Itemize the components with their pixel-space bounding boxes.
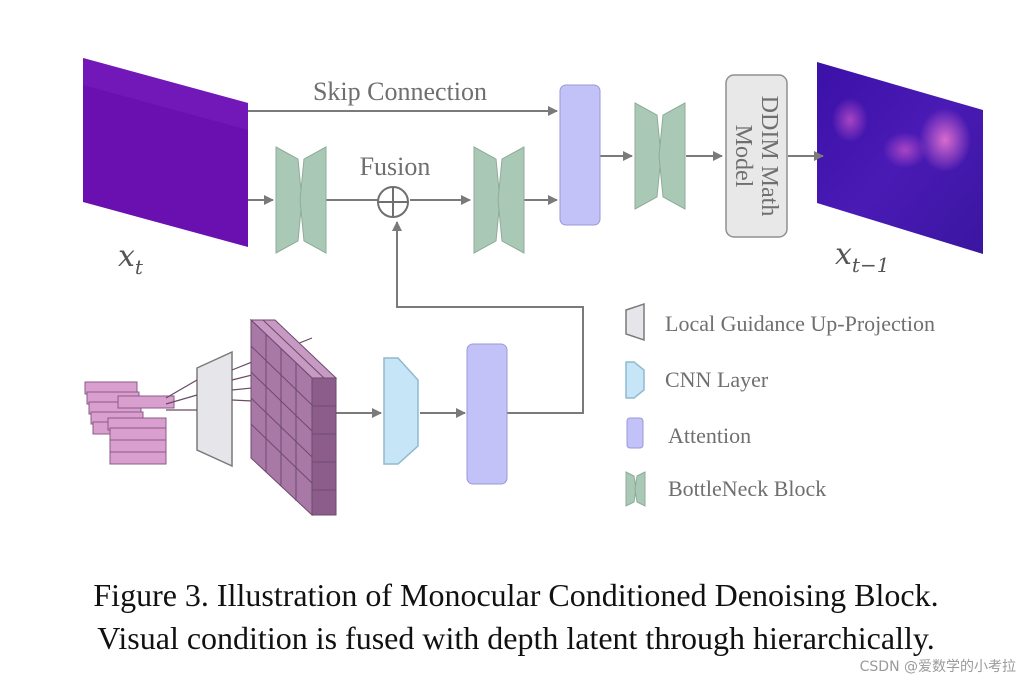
xt1-label: xt−1 [835, 237, 889, 277]
xt-label: xt [118, 239, 144, 279]
bottleneck-block-3b [658, 102, 686, 210]
input-latent-shade [83, 58, 248, 130]
output-latent-xt1 [817, 62, 983, 254]
watermark: CSDN @爱数学的小考拉 [859, 659, 1016, 675]
cyan-trapezoid-icon [625, 361, 645, 399]
figure-caption-line1: Figure 3. Illustration of Monocular Cond… [93, 577, 939, 613]
cnn-layer-block [383, 357, 419, 465]
connectors [248, 106, 824, 418]
fusion-label: Fusion [360, 152, 431, 181]
purple-rect-icon [626, 417, 644, 449]
input-patch-stack [84, 381, 175, 465]
skip-connection-label: Skip Connection [313, 77, 487, 106]
bottleneck-block-2b [497, 146, 525, 254]
bottleneck-block-3 [634, 102, 662, 210]
bottleneck-block-1b [299, 146, 327, 254]
fusion-plus-icon [377, 186, 409, 218]
diagram-canvas: DDIM Math Model Skip Connection Fusion x… [83, 58, 983, 517]
legend-label-cnn: CNN Layer [665, 367, 769, 392]
bottleneck-block-2 [473, 146, 501, 254]
bottleneck-icon [625, 471, 646, 507]
ddim-label-line1: DDIM Math [756, 96, 782, 217]
attention-block-bottom [466, 343, 508, 485]
feature-cube [249, 318, 338, 517]
gray-trapezoid-icon [625, 302, 645, 342]
legend-label-attention: Attention [668, 423, 751, 448]
bottleneck-block-1 [275, 146, 303, 254]
legend-label-guidance: Local Guidance Up-Projection [665, 311, 935, 336]
figure-caption-line2: Visual condition is fused with depth lat… [97, 620, 935, 656]
attention-block-top [559, 84, 601, 226]
ddim-math-model-box [725, 74, 788, 238]
legend: Local Guidance Up-Projection CNN Layer A… [625, 302, 935, 507]
legend-label-bottleneck: BottleNeck Block [668, 476, 826, 501]
ddim-label-line2: Model [730, 125, 756, 188]
arrow-condition-to-fusion [392, 221, 584, 414]
local-guidance-up-projection [196, 350, 233, 468]
